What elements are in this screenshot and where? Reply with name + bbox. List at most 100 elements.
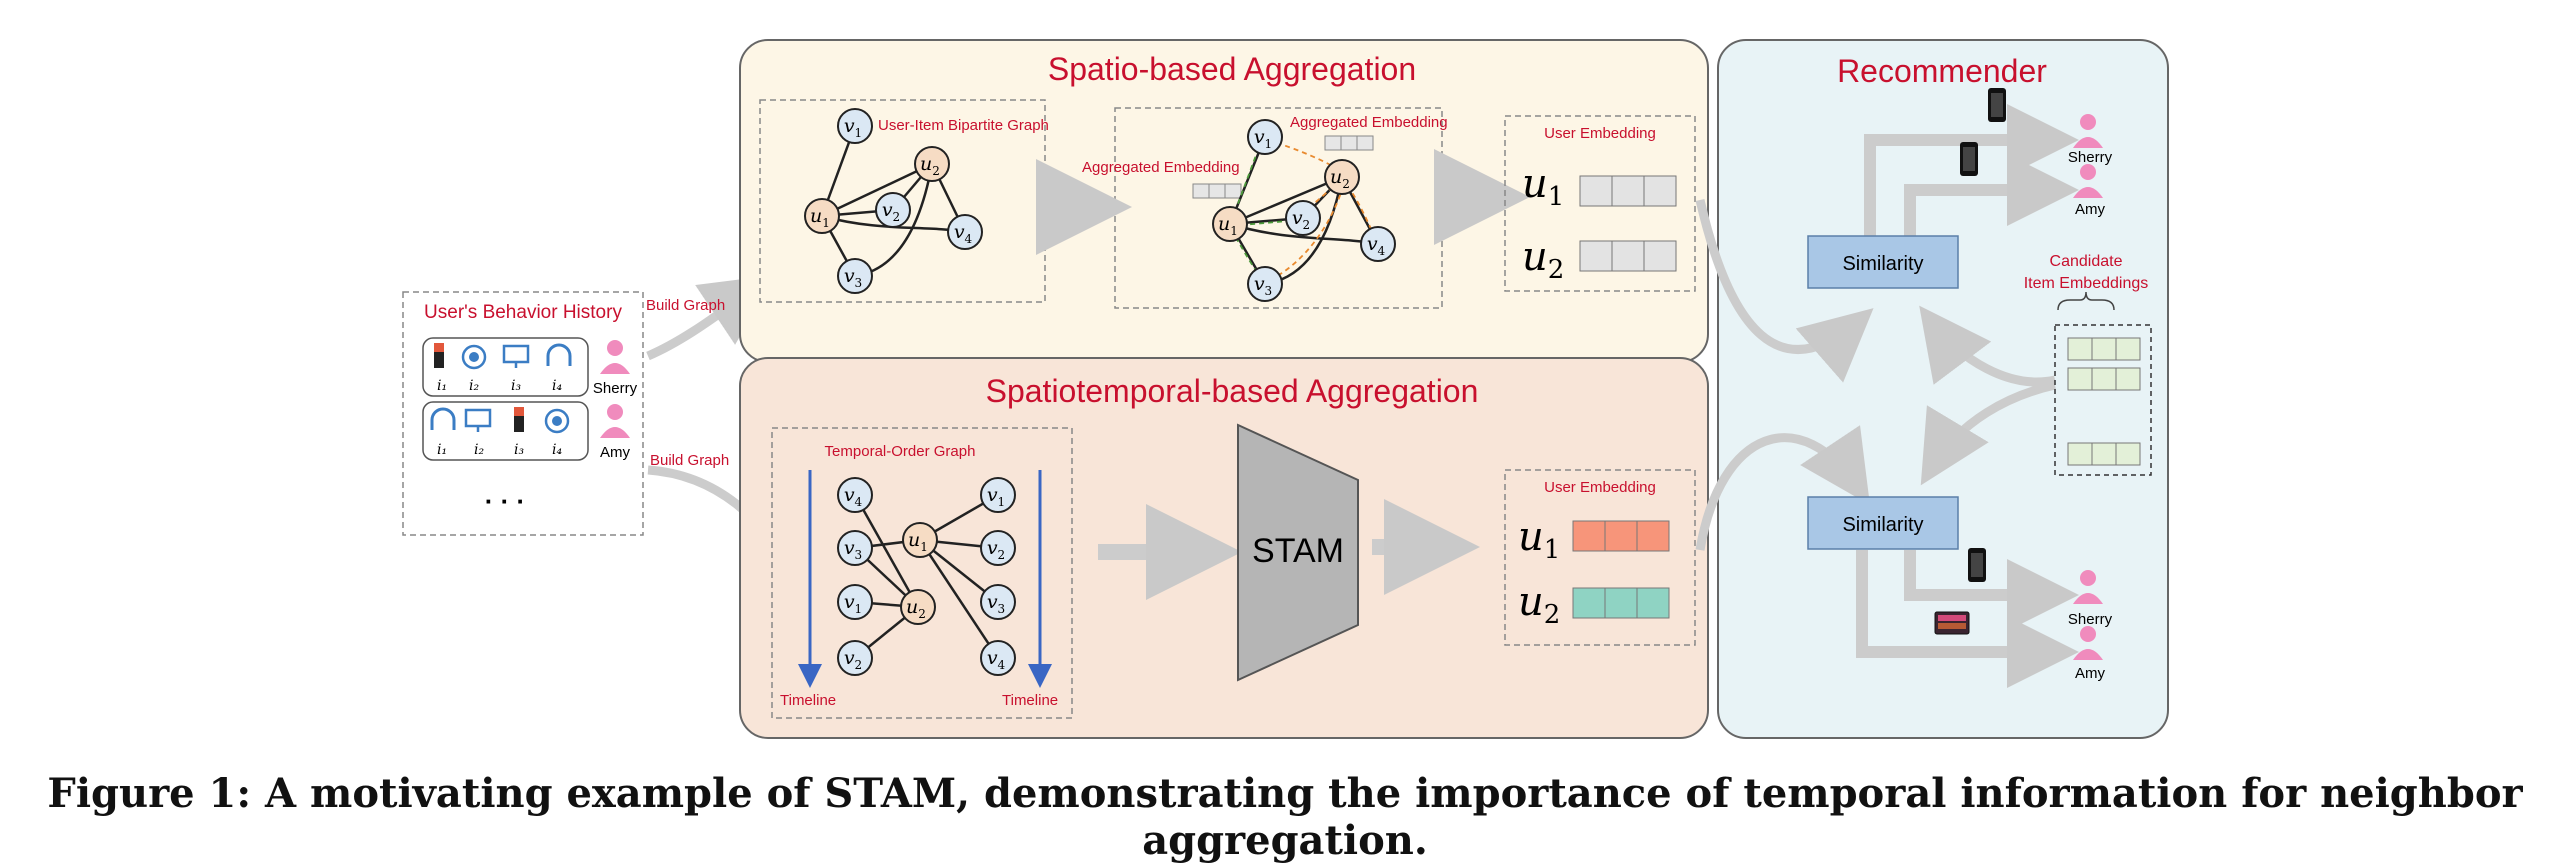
history-item-label: i₄	[552, 442, 562, 458]
recommend-top-user-sherry: Sherry	[2068, 149, 2113, 166]
spatio-embedding-title: User Embedding	[1544, 125, 1656, 142]
monitor-icon	[464, 408, 492, 432]
vacuum-icon	[544, 408, 570, 434]
node-label: v4	[987, 647, 1006, 672]
temporal-title: Spatiotemporal-based Aggregation	[986, 373, 1479, 409]
item-node: v2	[980, 530, 1016, 566]
item-node: v4	[1360, 226, 1396, 262]
temporal-panel: Spatiotemporal-based Aggregation Tempora…	[739, 357, 1709, 739]
node-label: v3	[844, 265, 862, 290]
top-output-arrow-amy	[1904, 154, 2079, 238]
similarity-bottom-label: Similarity	[1842, 514, 1923, 536]
item-node: v1	[837, 108, 873, 144]
history-item-label: i₂	[469, 378, 479, 394]
user-name-amy: Amy	[600, 444, 631, 461]
stam-diagram: User's Behavior History i₁ i₂ i₃ i₄ S	[402, 39, 2169, 739]
candidate-brace	[2057, 291, 2115, 311]
user-icon	[2073, 164, 2103, 198]
build-graph-label-top: Build Graph	[646, 297, 725, 314]
top-output-arrow-sherry	[1864, 104, 2079, 238]
timeline-right-label: Timeline	[1002, 692, 1058, 709]
recommend-top-user-amy: Amy	[2075, 201, 2106, 218]
vacuum-icon	[461, 344, 487, 370]
stam-label: STAM	[1252, 532, 1344, 570]
node-label: u2	[1330, 166, 1350, 191]
candidate-to-top-similarity	[1919, 305, 2056, 387]
candidate-subtitle: Item Embeddings	[2024, 275, 2149, 292]
headphones-icon	[546, 343, 572, 366]
candidate-title: Candidate	[2050, 253, 2123, 270]
node-label: u1	[908, 529, 928, 554]
node-label: v2	[882, 199, 900, 224]
history-item-label: i₁	[437, 378, 447, 394]
similarity-bottom: Similarity	[1807, 496, 1959, 550]
user-node: u2	[900, 589, 936, 625]
history-row-sherry: i₁ i₂ i₃ i₄ Sherry	[422, 337, 638, 397]
history-item-label: i₃	[514, 442, 524, 458]
user-icon	[2073, 626, 2103, 660]
node-label: v4	[954, 221, 973, 246]
timeline-left-label: Timeline	[780, 692, 836, 709]
candidate-embedding-3	[2067, 442, 2141, 466]
node-label: v4	[844, 484, 863, 509]
spatio-u1-embedding	[1579, 175, 1677, 207]
item-node: v3	[837, 258, 873, 294]
lipstick-icon	[514, 407, 524, 432]
spatio-u2-label: u2	[1522, 234, 1564, 285]
aggregated-embedding-label-1: Aggregated Embedding	[1290, 114, 1448, 131]
item-node: v4	[837, 477, 873, 513]
recommend-bottom-user-amy: Amy	[2075, 665, 2106, 682]
item-node: v3	[837, 530, 873, 566]
history-item-label: i₃	[511, 378, 521, 394]
lipstick-icon	[434, 343, 444, 368]
node-label: v1	[844, 591, 862, 616]
item-node: v3	[980, 584, 1016, 620]
user-name-sherry: Sherry	[593, 380, 638, 397]
recommender-title: Recommender	[1837, 53, 2047, 89]
user-node: u2	[1324, 159, 1360, 195]
headphones-icon	[430, 407, 456, 430]
behavior-history-title: User's Behavior History	[424, 302, 622, 323]
phone-icon	[1968, 548, 1986, 582]
similarity-top-label: Similarity	[1842, 253, 1923, 275]
node-label: u2	[906, 596, 926, 621]
item-node: v4	[980, 640, 1016, 676]
temporal-u2-embedding	[1572, 587, 1670, 619]
history-item-label: i₂	[474, 442, 484, 458]
node-label: u1	[810, 205, 830, 230]
figure-caption: Figure 1: A motivating example of STAM, …	[47, 770, 2523, 864]
recommend-bottom-user-sherry: Sherry	[2068, 611, 2113, 628]
user-icon	[2073, 570, 2103, 604]
candidate-to-bottom-similarity	[1920, 380, 2056, 486]
palette-icon	[1934, 611, 1970, 635]
bottom-output-arrow-sherry	[1904, 550, 2079, 631]
candidate-embedding-1	[2067, 337, 2141, 361]
user-node: u1	[804, 198, 840, 234]
temporal-to-similarity-curve	[1695, 425, 1870, 551]
stam-module: STAM	[1237, 423, 1359, 682]
node-label: v3	[1254, 273, 1272, 298]
item-node: v2	[837, 640, 873, 676]
node-label: u2	[920, 153, 940, 178]
item-node: v1	[837, 584, 873, 620]
node-label: v2	[987, 537, 1005, 562]
node-label: v1	[987, 484, 1005, 509]
temporal-graph-label: Temporal-Order Graph	[825, 443, 976, 460]
history-row-amy: i₁ i₂ i₃ i₄ Amy	[422, 401, 631, 461]
temporal-u1-label: u1	[1518, 514, 1560, 565]
user-node: u1	[1212, 206, 1248, 242]
spatio-to-similarity-curve	[1695, 198, 1874, 383]
build-graph-label-bottom: Build Graph	[650, 452, 729, 469]
item-node: v1	[1247, 119, 1283, 155]
node-label: v1	[844, 115, 862, 140]
node-label: v2	[1292, 207, 1310, 232]
aggregated-embedding-label-2: Aggregated Embedding	[1082, 159, 1240, 176]
temporal-u2-label: u2	[1518, 579, 1560, 630]
phone-icon	[1988, 88, 2006, 122]
recommender-panel: Recommender Similarity Similarity Sherry…	[1695, 39, 2169, 739]
user-node: u1	[902, 522, 938, 558]
node-label: v3	[987, 591, 1005, 616]
item-node: v3	[1247, 266, 1283, 302]
node-label: v1	[1254, 126, 1272, 151]
spatio-u2-embedding	[1579, 240, 1677, 272]
